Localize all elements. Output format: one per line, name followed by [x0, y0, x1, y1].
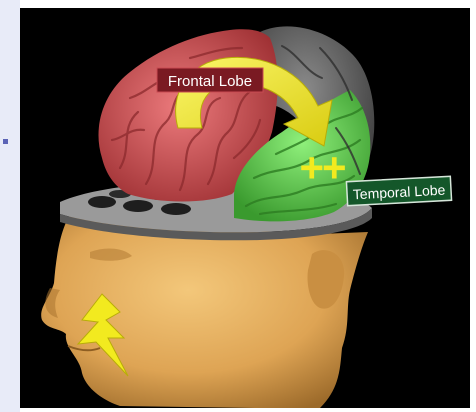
brain — [98, 26, 374, 221]
frontal-label-text: Frontal Lobe — [168, 73, 252, 90]
brain-diagram: ++ Frontal Lobe Temporal Lobe — [20, 8, 470, 408]
frontal-lobe-label: Frontal Lobe — [157, 68, 263, 92]
skull-hole — [161, 203, 191, 215]
bullet-marker — [3, 139, 8, 144]
plus-marker: ++ — [299, 144, 345, 191]
temporal-lobe-label: Temporal Lobe — [346, 176, 451, 205]
skull-hole — [88, 196, 116, 208]
slide-side-strip — [0, 0, 20, 412]
skull-hole — [123, 200, 153, 212]
